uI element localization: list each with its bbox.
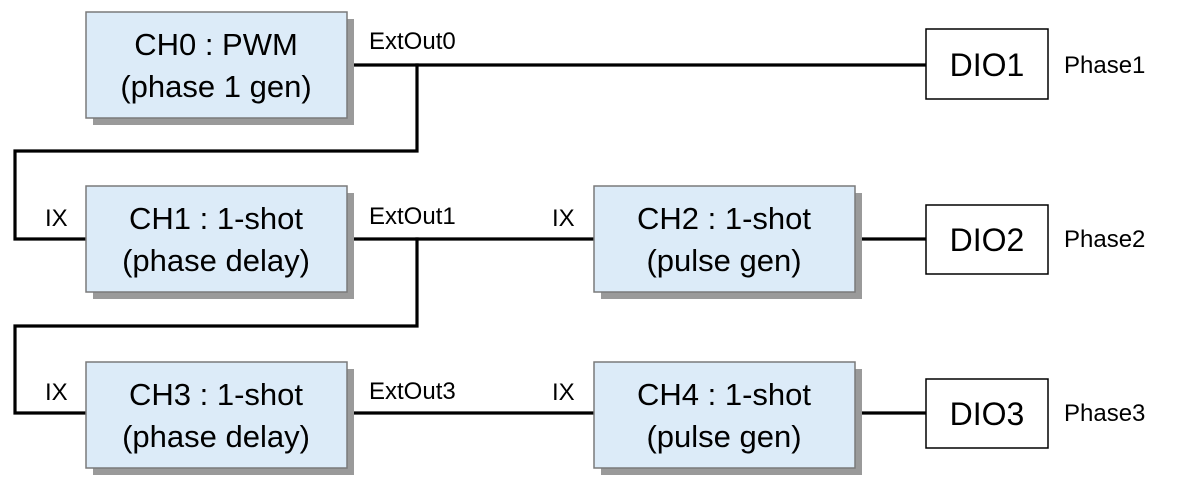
extout1-label: ExtOut1	[369, 203, 456, 230]
block-ch2-subtitle: (pulse gen)	[646, 243, 801, 278]
wires	[13, 63, 928, 415]
block-ch4-subtitle: (pulse gen)	[646, 419, 801, 454]
phase1-label: Phase1	[1064, 52, 1145, 79]
block-ch0-title: CH0 : PWM	[134, 27, 298, 62]
block-ch2: CH2 : 1-shot (pulse gen)	[593, 185, 862, 299]
block-ch4: CH4 : 1-shot (pulse gen)	[593, 361, 862, 475]
output-dio1: DIO1	[925, 28, 1049, 100]
block-ch0: CH0 : PWM (phase 1 gen)	[85, 11, 354, 125]
block-ch0-subtitle: (phase 1 gen)	[120, 69, 311, 104]
block-ch3-subtitle: (phase delay)	[122, 419, 310, 454]
ix-label-ch2: IX	[552, 205, 575, 232]
block-ch1-title: CH1 : 1-shot	[129, 201, 303, 236]
block-ch2-title: CH2 : 1-shot	[637, 201, 811, 236]
ix-label-ch1: IX	[45, 205, 68, 232]
extout0-label: ExtOut0	[369, 28, 456, 55]
block-ch3-title: CH3 : 1-shot	[129, 377, 303, 412]
ix-label-ch4: IX	[552, 379, 575, 406]
output-dio2: DIO2	[925, 204, 1049, 275]
wire-extout1-to-ch3	[13, 237, 419, 415]
output-dio3: DIO3	[925, 378, 1049, 449]
ix-label-ch3: IX	[45, 379, 68, 406]
block-ch3: CH3 : 1-shot (phase delay)	[85, 361, 354, 475]
output-dio1-label: DIO1	[950, 47, 1025, 83]
block-ch1: CH1 : 1-shot (phase delay)	[85, 185, 354, 299]
block-ch1-subtitle: (phase delay)	[122, 243, 310, 278]
output-dio2-label: DIO2	[950, 222, 1025, 258]
phase2-label: Phase2	[1064, 226, 1145, 253]
output-dio3-label: DIO3	[950, 396, 1025, 432]
phase3-label: Phase3	[1064, 400, 1145, 427]
block-ch4-title: CH4 : 1-shot	[637, 377, 811, 412]
wire-extout0-to-ch1	[13, 63, 419, 241]
extout3-label: ExtOut3	[369, 378, 456, 405]
